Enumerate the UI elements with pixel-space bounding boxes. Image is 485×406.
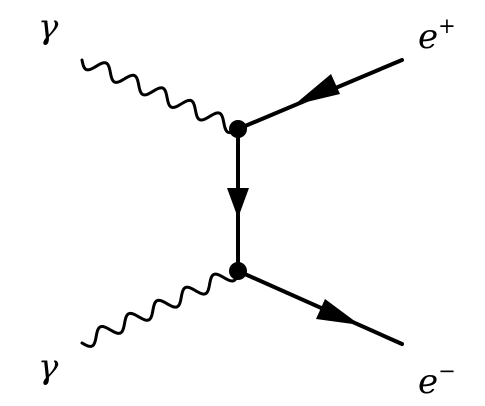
electron-charge: −: [438, 359, 456, 383]
electron-label-base: e: [418, 362, 438, 402]
electron-line: [236, 269, 404, 346]
vertex-top: [229, 120, 247, 138]
vertex-bottom: [229, 262, 247, 280]
positron-charge: +: [438, 14, 456, 38]
electron-arrow: [316, 299, 360, 325]
propagator-arrow: [227, 188, 249, 218]
photon-label-top: γ: [38, 7, 59, 47]
photon-line-bottom: [80, 269, 240, 348]
positron-label-base: e: [418, 17, 438, 57]
electron-label: e−: [418, 359, 456, 402]
photon-label-bottom: γ: [38, 347, 59, 387]
photon-line-top: [80, 58, 240, 135]
positron-arrow: [294, 74, 340, 105]
positron-label: e+: [418, 14, 456, 57]
